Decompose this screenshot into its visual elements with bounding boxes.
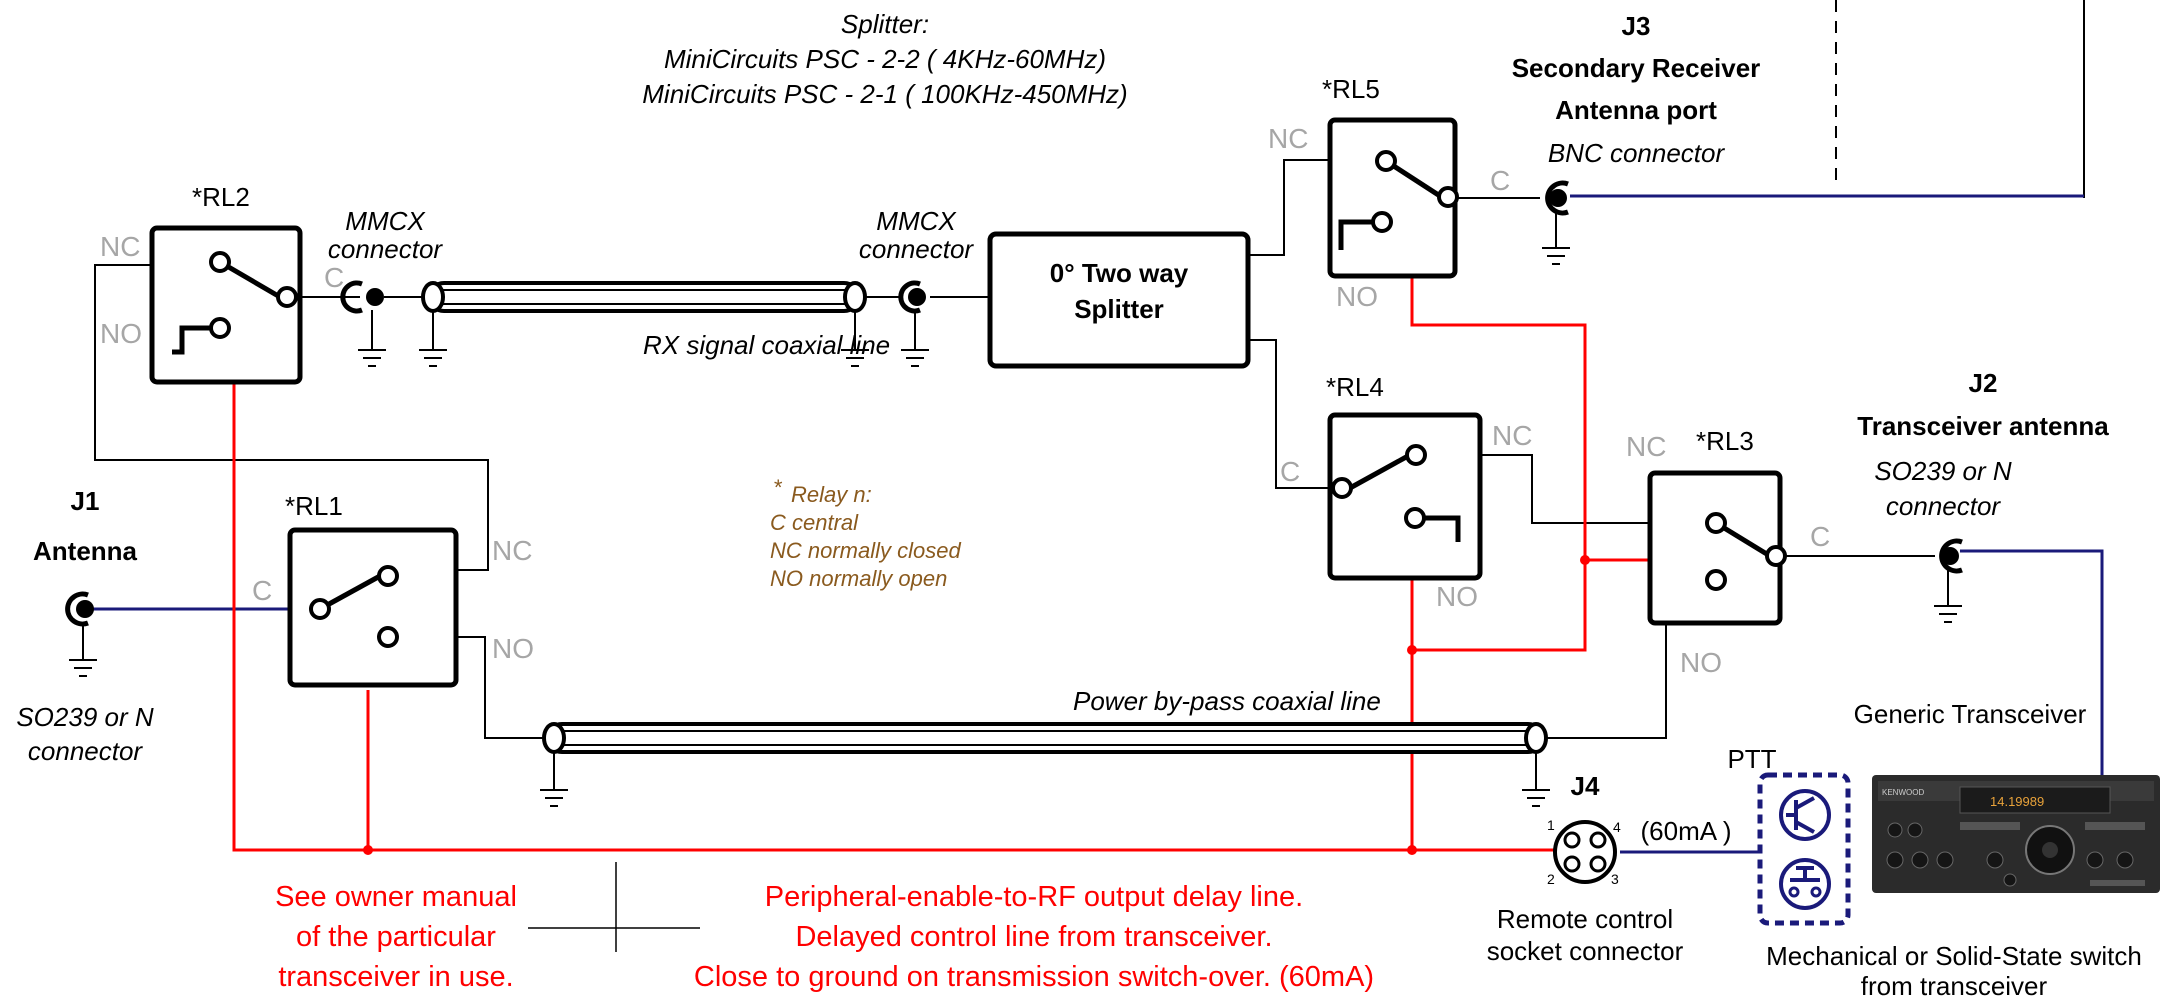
- j4-caption-1: Remote control: [1497, 904, 1673, 934]
- j2-title: Transceiver antenna: [1857, 411, 2109, 441]
- legend-no: NO normally open: [770, 566, 947, 591]
- control-line: [232, 278, 1650, 855]
- j4-remote-socket: [1553, 820, 1617, 884]
- relay-rl5: [1327, 117, 1459, 279]
- rx-line-label: RX signal coaxial line: [643, 330, 890, 360]
- j4-pin-1: 1: [1547, 817, 1555, 833]
- rl5-no: NO: [1336, 281, 1378, 312]
- transceiver-image: 14.19989 KENWOOD: [1872, 775, 2160, 893]
- legend-c: C central: [770, 510, 859, 535]
- j1-id: J1: [71, 486, 100, 516]
- rl5-c: C: [1490, 165, 1510, 196]
- relay-rl2: [149, 225, 303, 385]
- rl1-nc: NC: [492, 535, 532, 566]
- note-bracket: [528, 862, 700, 952]
- mmcx-right-2: connector: [859, 234, 975, 264]
- mmcx-left-2: connector: [328, 234, 444, 264]
- j4-pin-4: 4: [1613, 819, 1621, 835]
- rl2-label: *RL2: [192, 182, 250, 212]
- two-way-splitter: [987, 231, 1251, 369]
- rl4-nc: NC: [1492, 420, 1532, 451]
- j3-id: J3: [1622, 11, 1651, 41]
- j2-connector-2: connector: [1886, 491, 2002, 521]
- splitter-label-1: 0° Two way: [1050, 258, 1189, 288]
- rl3-c: C: [1810, 521, 1830, 552]
- rl3-no: NO: [1680, 647, 1722, 678]
- so239-connector-j1: [65, 591, 97, 677]
- mmcx-connector-left: [340, 280, 386, 367]
- bnc-connector-j3: [1542, 180, 1570, 265]
- ptt-label: PTT: [1727, 744, 1776, 774]
- j1-connector-2: connector: [28, 736, 144, 766]
- rl4-c: C: [1280, 456, 1300, 487]
- j3-title-1: Secondary Receiver: [1512, 53, 1761, 83]
- rl4-no: NO: [1436, 581, 1478, 612]
- legend-title: Relay n:: [791, 482, 872, 507]
- j4-id: J4: [1571, 771, 1600, 801]
- external-rf-lines: [90, 194, 2104, 854]
- rl5-label: *RL5: [1322, 74, 1380, 104]
- mmcx-right-1: MMCX: [876, 206, 957, 236]
- j4-pin-3: 3: [1611, 871, 1619, 887]
- relay-rl3: [1647, 470, 1787, 626]
- j4-pin-2: 2: [1547, 871, 1555, 887]
- splitter-label-2: Splitter: [1074, 294, 1164, 324]
- transceiver-freq: 14.19989: [1990, 794, 2044, 809]
- j2-id: J2: [1969, 368, 1998, 398]
- switch-caption-1: Mechanical or Solid-State switch: [1766, 941, 2142, 971]
- ptt-switch-box: [1757, 772, 1851, 926]
- j3-title-2: Antenna port: [1555, 95, 1717, 125]
- delay-note-1: Peripheral-enable-to-RF output delay lin…: [765, 881, 1303, 913]
- splitter-note-title: Splitter:: [841, 9, 929, 39]
- legend-nc: NC normally closed: [770, 538, 961, 563]
- switch-caption-2: from transceiver: [1861, 971, 2048, 999]
- owner-note-1: See owner manual: [275, 881, 517, 913]
- legend-star: *: [773, 475, 783, 500]
- relay-rl1: [287, 527, 459, 688]
- j4-caption-2: socket connector: [1487, 936, 1684, 966]
- delay-note-3: Close to ground on transmission switch-o…: [694, 961, 1374, 993]
- splitter-note-model1: MiniCircuits PSC - 2-2 ( 4KHz-60MHz): [664, 44, 1106, 74]
- j3-connector: BNC connector: [1548, 138, 1726, 168]
- rl2-nc: NC: [100, 231, 140, 262]
- mmcx-left-1: MMCX: [345, 206, 426, 236]
- rl3-nc: NC: [1626, 431, 1666, 462]
- j1-connector-1: SO239 or N: [16, 702, 154, 732]
- rl2-c: C: [324, 262, 344, 293]
- rl1-no: NO: [492, 633, 534, 664]
- mmcx-connector-right: [898, 280, 929, 367]
- j1-title: Antenna: [33, 536, 138, 566]
- delay-note-2: Delayed control line from transceiver.: [795, 921, 1272, 953]
- rl2-no: NO: [100, 318, 142, 349]
- rl5-nc: NC: [1268, 123, 1308, 154]
- relay-rl4: [1327, 412, 1483, 581]
- transceiver-brand: KENWOOD: [1882, 788, 1924, 797]
- splitter-note-model2: MiniCircuits PSC - 2-1 ( 100KHz-450MHz): [642, 79, 1127, 109]
- rl3-label: *RL3: [1696, 426, 1754, 456]
- rl1-label: *RL1: [285, 491, 343, 521]
- current-label: (60mA ): [1640, 816, 1731, 846]
- bypass-line-label: Power by-pass coaxial line: [1073, 686, 1381, 716]
- rl1-c: C: [252, 575, 272, 606]
- owner-note-2: of the particular: [296, 921, 496, 953]
- transceiver-label: Generic Transceiver: [1854, 699, 2087, 729]
- rl4-label: *RL4: [1326, 372, 1384, 402]
- rx-coaxial-line: [419, 281, 869, 367]
- owner-note-3: transceiver in use.: [278, 961, 513, 993]
- so239-connector-j2: [1934, 538, 1963, 623]
- bypass-coaxial-line: [540, 722, 1550, 807]
- j2-connector-1: SO239 or N: [1874, 456, 2012, 486]
